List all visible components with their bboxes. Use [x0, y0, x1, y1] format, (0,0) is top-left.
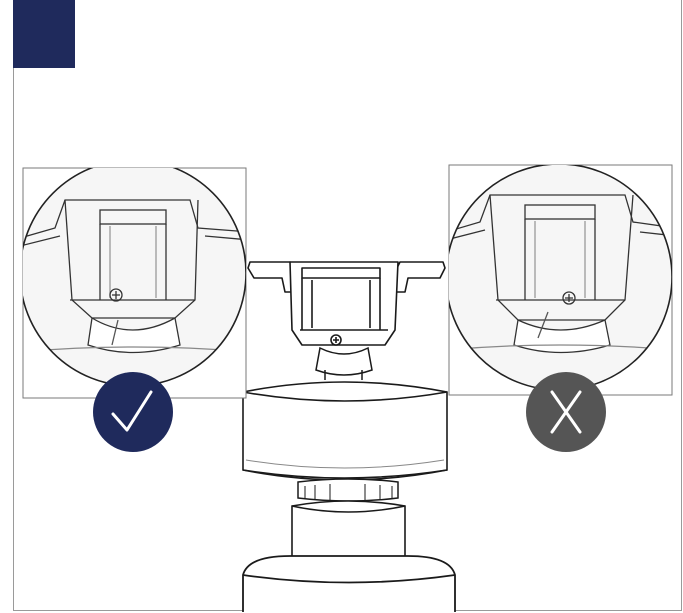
device-neck — [315, 346, 373, 380]
cross-icon — [550, 390, 582, 434]
lower-housing — [242, 555, 456, 612]
lower-neck — [291, 500, 406, 561]
checkmark-icon — [111, 390, 153, 432]
incorrect-detail-panel — [448, 164, 673, 452]
step-badge-bg — [13, 0, 75, 68]
correct-detail-panel — [22, 167, 247, 452]
mounting-bracket — [247, 261, 446, 346]
coupling-ring — [297, 478, 399, 502]
canopy-body — [242, 381, 448, 481]
correct-badge — [93, 372, 173, 452]
